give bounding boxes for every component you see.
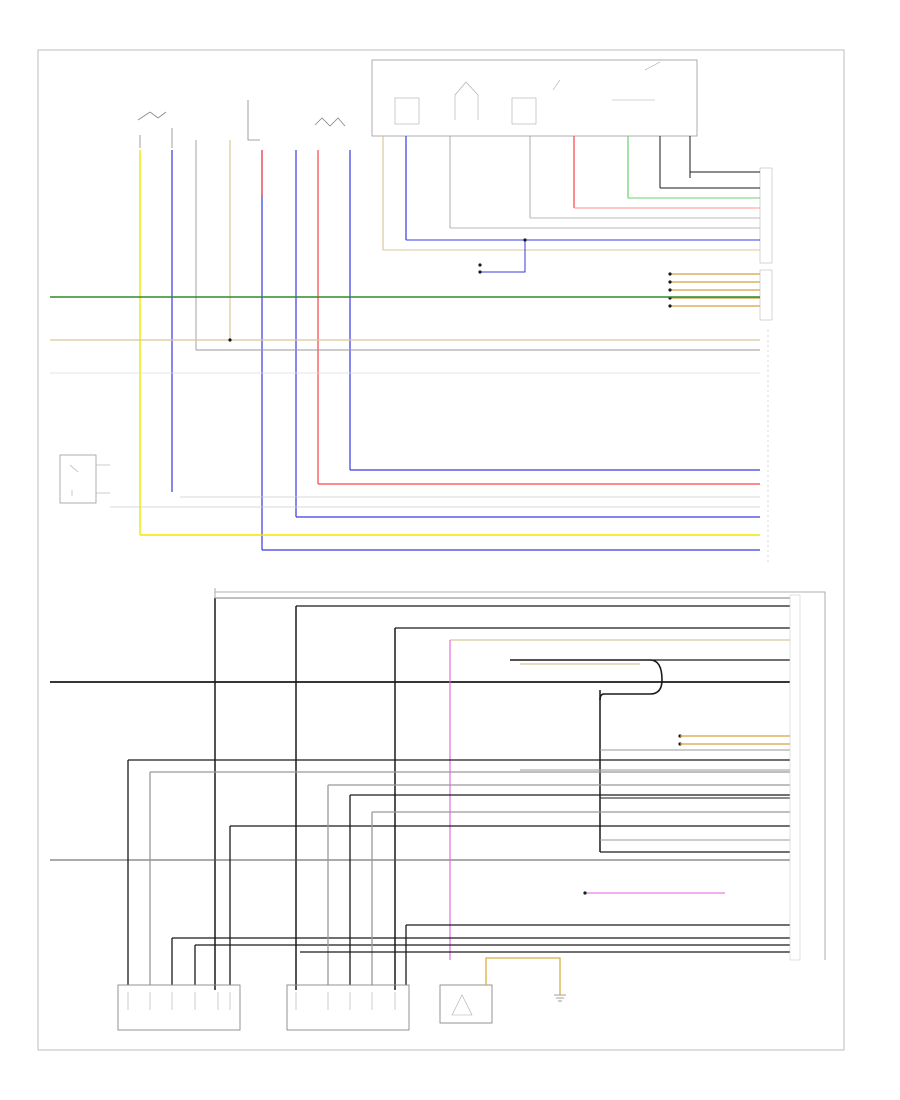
- bottom-component-middle-pins: [295, 992, 396, 1010]
- right-connector-lower: [789, 594, 801, 961]
- module-internal-contacts: [394, 61, 661, 125]
- ground-symbol-icon: [554, 994, 566, 1002]
- splice-node-magenta: [583, 891, 587, 895]
- splice-node-b: [478, 270, 482, 274]
- wire-black-loop: [510, 659, 663, 701]
- upper-center-plug: [247, 100, 346, 141]
- right-connector-upper: [759, 167, 773, 264]
- top-right-module: [371, 59, 698, 137]
- mid-right-pins: [668, 272, 672, 308]
- bottom-component-left: [117, 984, 241, 1031]
- bottom-component-left-pins: [127, 992, 231, 1010]
- lower-mid-stubs: [680, 735, 790, 745]
- bottom-component-middle: [286, 984, 410, 1031]
- splice-node-c: [523, 238, 527, 242]
- splice-node-a: [478, 263, 482, 267]
- lower-outer-bracket: [214, 588, 826, 960]
- right-connector-mid: [759, 269, 773, 321]
- splice-node-tan: [228, 338, 232, 342]
- left-side-switch: [59, 454, 97, 504]
- lower-top-horizontals: [215, 597, 790, 661]
- module-horizontal-runs: [383, 171, 760, 273]
- left-side-switch-contacts: [69, 464, 110, 496]
- lower-black-verticals: [214, 598, 601, 990]
- bottom-component-right-symbol: [451, 994, 473, 1016]
- bottom-component-right: [439, 984, 493, 1024]
- top-left-switch: [137, 111, 173, 148]
- wire-yellow-ground: [485, 957, 561, 995]
- harness-extra-horizontals: [520, 749, 790, 841]
- speaker-harness-right: [300, 784, 790, 985]
- speaker-harness-left: [127, 759, 790, 985]
- mid-right-stubs: [670, 273, 760, 307]
- diagram-border: [37, 49, 845, 1051]
